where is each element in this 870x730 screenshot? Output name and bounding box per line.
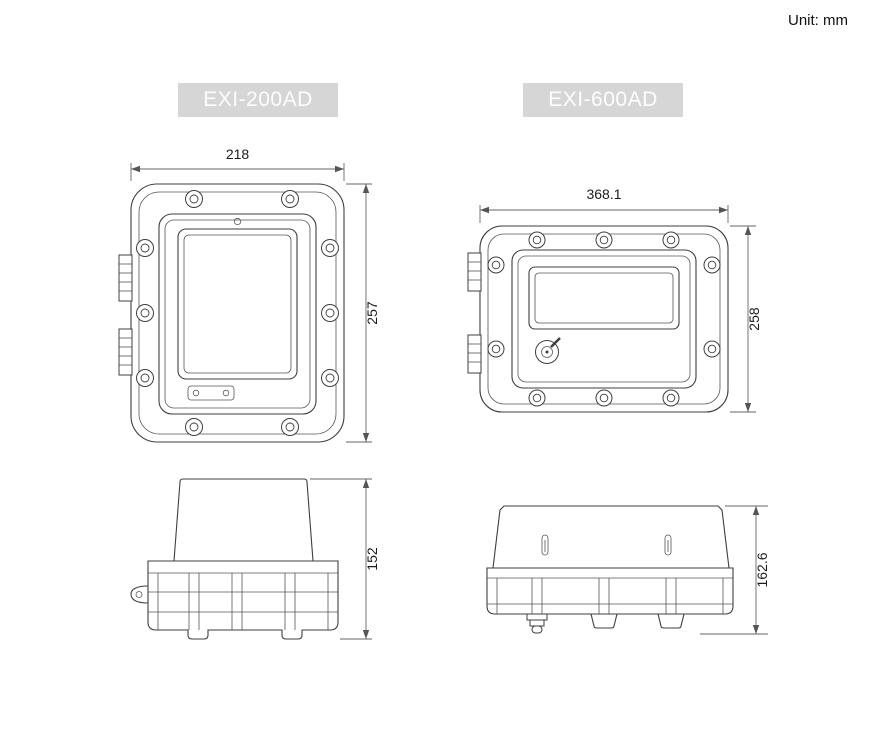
dim-200-front-width: 218: [130, 146, 345, 181]
enclosure-outline: [130, 183, 345, 443]
latch-knob: [535, 337, 561, 364]
flange-ribs: [496, 578, 724, 614]
cable-entry-blocks: [467, 252, 482, 374]
flange-ribs: [157, 573, 329, 630]
cover-outline: [511, 249, 697, 389]
cable-entry-blocks: [118, 254, 133, 376]
dim-text-200-height: 257: [364, 301, 380, 325]
mounting-eyelet: [130, 585, 149, 604]
plate-screw: [192, 389, 200, 397]
unit-label: Unit: mm: [788, 12, 848, 29]
bolt-circles: [136, 190, 339, 436]
plate-screw: [222, 389, 230, 397]
viewing-window: [528, 266, 680, 330]
viewing-window: [177, 228, 298, 380]
dim-200-front-height: 257: [346, 183, 380, 443]
flange-inner-outline: [487, 233, 721, 405]
name-plate: [187, 385, 235, 401]
eyelet-hole: [135, 591, 143, 598]
cable-gland: [526, 613, 548, 634]
bolt-circles: [487, 231, 721, 407]
mounting-feet: [590, 613, 685, 629]
flange-base-outline: [486, 567, 734, 615]
dim-text-200-width: 218: [226, 146, 250, 162]
model-label-exi-200ad: EXI-200AD: [178, 83, 338, 117]
enclosure-outline: [479, 225, 729, 413]
exi-600ad-side-view: 162.6: [486, 505, 770, 635]
hood-outline: [173, 478, 314, 562]
viewing-window-inner: [534, 272, 674, 324]
dim-text-600-side-height: 162.6: [754, 552, 770, 587]
dim-text-600-height: 258: [746, 307, 762, 331]
flange-base-outline: [147, 560, 339, 640]
latch-slots: [541, 534, 672, 556]
cover-inner-outline: [164, 219, 311, 409]
viewing-window-inner: [183, 234, 292, 374]
cover-screw: [233, 217, 242, 226]
dim-200-side-height: 152: [310, 478, 380, 640]
dim-600-side-height: 162.6: [700, 505, 770, 635]
dim-600-front-width: 368.1: [479, 186, 729, 223]
cover-inner-outline: [517, 255, 691, 383]
exi-200ad-front-view: 218 257: [118, 146, 380, 443]
model-label-exi-600ad: EXI-600AD: [523, 83, 683, 117]
dim-text-600-width: 368.1: [586, 186, 621, 202]
dim-600-front-height: 258: [730, 225, 762, 413]
flange-inner-outline: [138, 191, 337, 435]
cover-outline: [158, 213, 317, 415]
exi-600ad-front-view: 368.1 258: [467, 186, 762, 413]
dim-text-200-side-height: 152: [364, 547, 380, 571]
exi-200ad-side-view: 152: [130, 478, 380, 640]
hood-outline: [492, 505, 730, 569]
